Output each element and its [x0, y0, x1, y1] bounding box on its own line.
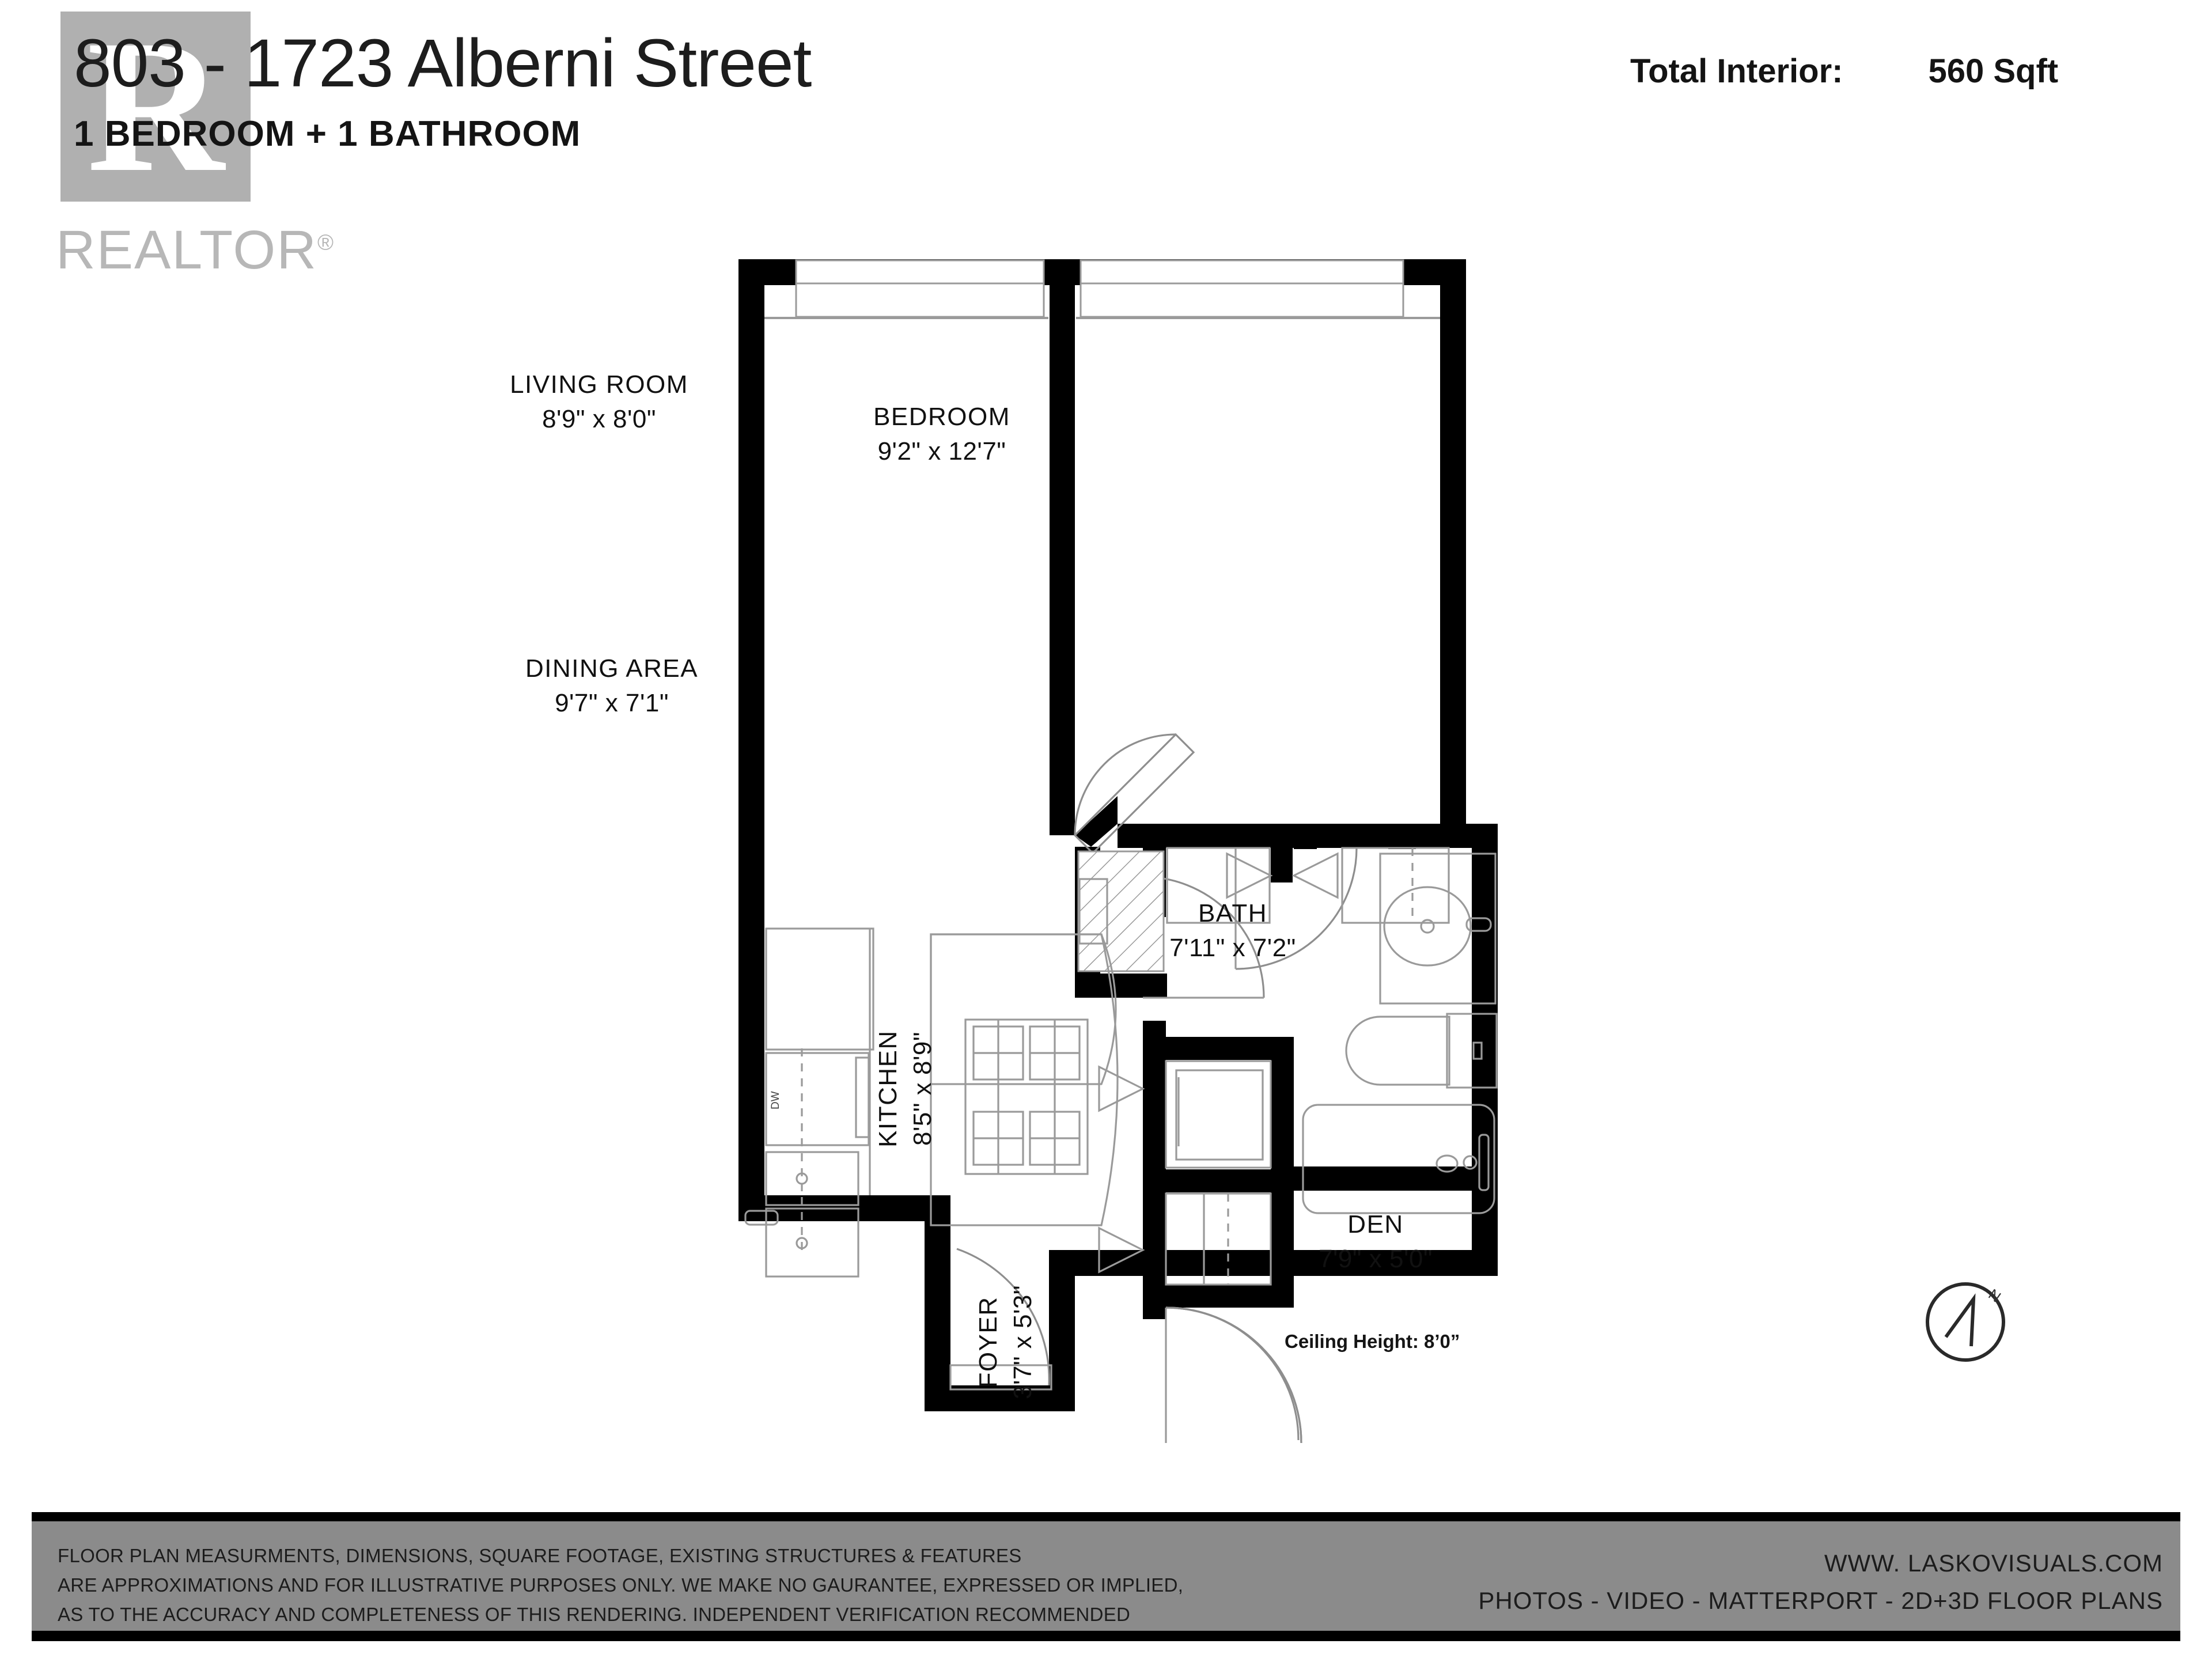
total-interior-label: Total Interior:	[1630, 52, 1843, 90]
footer-rule-top	[32, 1512, 2180, 1521]
toilet	[1345, 1013, 1498, 1089]
vanity-counter	[1379, 853, 1497, 1005]
cooktop	[964, 1018, 1089, 1175]
room-label-foyer: FOYER	[974, 1296, 1002, 1388]
tub-drain-icon	[1435, 1154, 1459, 1173]
page-header: R REALTOR® 803 - 1723 Alberni Street 1 B…	[0, 0, 2212, 281]
north-arrow-icon	[1944, 1293, 1976, 1347]
realtor-mark-square	[60, 12, 251, 202]
kitchen-sink	[744, 1151, 859, 1278]
footer-rule-bottom	[32, 1631, 2180, 1641]
disclaimer-line-1: FLOOR PLAN MEASURMENTS, DIMENSIONS, SQUA…	[58, 1545, 1022, 1566]
closet-bedroom-left	[1166, 847, 1271, 924]
closet-bedroom-right	[1341, 847, 1450, 924]
door-hall-closet	[1142, 876, 1265, 999]
total-interior-value: 560 Sqft	[1928, 52, 2059, 90]
bathtub	[1302, 1104, 1495, 1214]
disclaimer-text: FLOOR PLAN MEASURMENTS, DIMENSIONS, SQUA…	[58, 1541, 1183, 1629]
cabinet-upper	[765, 927, 874, 1051]
ceiling-height-note: Ceiling Height: 8’0”	[1285, 1331, 1460, 1352]
room-dimensions-kitchen: 8'5" x 8'9"	[908, 1032, 937, 1146]
sink-drain-icon	[1420, 919, 1435, 934]
services-list: PHOTOS - VIDEO - MATTERPORT - 2D+3D FLOO…	[1478, 1587, 2163, 1615]
door-entry	[949, 1248, 1052, 1391]
closet-bifold-symbols	[1098, 852, 1339, 1274]
doors	[949, 733, 1358, 1444]
registered-trademark-icon: ®	[317, 230, 335, 255]
kitchen-fixtures: DW	[744, 927, 1119, 1278]
closet-den	[1165, 1192, 1272, 1286]
kitchen-island	[930, 933, 1119, 1226]
window-living-room	[795, 259, 1045, 285]
utility-closet-hatched	[1077, 850, 1165, 972]
footer-branding: WWW. LASKOVISUALS.COM PHOTOS - VIDEO - M…	[1478, 1544, 2163, 1619]
sink-basin-bath	[1383, 886, 1472, 967]
page-footer: FLOOR PLAN MEASURMENTS, DIMENSIONS, SQUA…	[32, 1512, 2180, 1642]
compass-rose: N	[1926, 1282, 2005, 1362]
room-dimensions-foyer: 3'7" x 5'3"	[1009, 1285, 1037, 1399]
website-url[interactable]: WWW. LASKOVISUALS.COM	[1824, 1550, 2163, 1577]
floor-plan: DW	[0, 190, 2212, 1446]
wall-living-bedroom	[1050, 259, 1075, 808]
disclaimer-line-3: AS TO THE ACCURACY AND COMPLETENESS OF T…	[58, 1604, 1131, 1626]
dishwasher-label: DW	[770, 1091, 782, 1109]
closets	[1165, 847, 1450, 1286]
wall-jambs	[1294, 824, 1416, 849]
door-bath	[1234, 847, 1358, 970]
room-label-bath: BATH	[1198, 899, 1267, 927]
realtor-r-letter: R	[86, 1, 225, 211]
disclaimer-line-2: ARE APPROXIMATIONS AND FOR ILLUSTRATIVE …	[58, 1574, 1184, 1596]
door-bedroom	[1073, 733, 1195, 855]
room-labels: LIVING ROOM 8'9" x 8'0" BEDROOM 9'2" x 1…	[510, 370, 1433, 1399]
room-label-kitchen: KITCHEN	[874, 1030, 902, 1147]
room-label-dining_area: DINING AREA	[525, 654, 698, 683]
closet-laundry	[1165, 1060, 1272, 1169]
realtor-wordmark-text: REALTOR	[56, 219, 317, 281]
window-bedroom	[1080, 259, 1404, 285]
room-label-living_room: LIVING ROOM	[510, 370, 688, 399]
room-label-den: DEN	[1347, 1210, 1403, 1238]
cooktop-burners	[972, 1020, 1081, 1174]
realtor-wordmark: REALTOR®	[56, 219, 335, 282]
page-title: 803 - 1723 Alberni Street	[74, 25, 812, 101]
realtor-logo: R REALTOR®	[43, 1, 334, 294]
room-dimensions-living_room: 8'9" x 8'0"	[542, 405, 656, 433]
room-dimensions-den: 7'9" x 5'0"	[1319, 1245, 1433, 1273]
title-block: 803 - 1723 Alberni Street 1 BEDROOM + 1 …	[74, 25, 812, 154]
footer-band: FLOOR PLAN MEASURMENTS, DIMENSIONS, SQUA…	[32, 1521, 2180, 1631]
room-dimensions-dining_area: 9'7" x 7'1"	[555, 689, 669, 717]
windows	[764, 259, 1440, 319]
room-label-bedroom: BEDROOM	[873, 403, 1010, 431]
room-dimensions-bedroom: 9'2" x 12'7"	[878, 437, 1006, 465]
bath-fixtures	[1302, 853, 1498, 1214]
floor-plan-drawing: DW	[510, 259, 2005, 1444]
kitchen-faucet-icon	[744, 1210, 779, 1226]
faucet-icon	[1465, 917, 1492, 932]
total-interior-block: Total Interior: 560 Sqft	[1630, 52, 2058, 90]
door-den	[1165, 1306, 1302, 1444]
room-dimensions-bath: 7'11" x 7'2"	[1169, 934, 1296, 962]
page-subtitle: 1 BEDROOM + 1 BATHROOM	[74, 114, 581, 154]
wall-stub-bedroom	[1050, 808, 1075, 835]
compass-north-label: N	[1986, 1285, 2005, 1305]
